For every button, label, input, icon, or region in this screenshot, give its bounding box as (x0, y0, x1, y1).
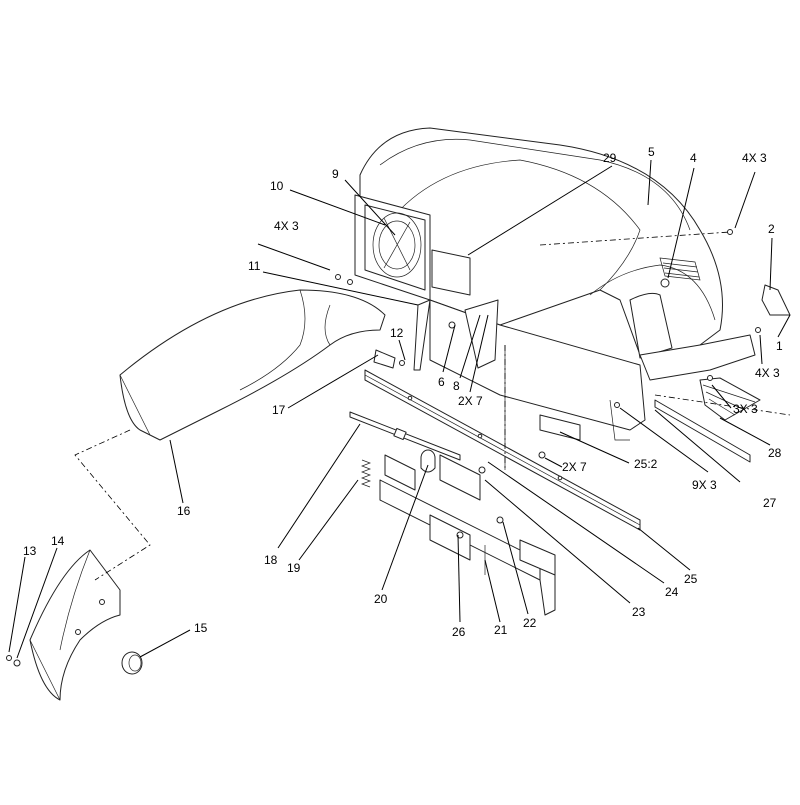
dashed-connectors (74, 231, 791, 581)
callout-17: 17 (272, 403, 286, 417)
callout-labels: 1 2 4 4X 3 4X 3 5 6 8 2X 7 9 9X 3 3X 3 1… (23, 145, 783, 639)
callout-4x3-top: 4X 3 (742, 151, 767, 165)
callout-25-2: 25:2 (634, 457, 658, 471)
discharge-frame (335, 194, 431, 301)
callout-11: 11 (248, 259, 261, 273)
callout-5: 5 (648, 145, 655, 159)
callout-26: 26 (452, 625, 466, 639)
callout-3x3: 3X 3 (733, 402, 758, 416)
leader-lines (8, 159, 791, 659)
callout-24: 24 (665, 585, 679, 599)
callout-14: 14 (51, 534, 65, 548)
callout-6: 6 (438, 375, 445, 389)
callout-4: 4 (690, 151, 697, 165)
discharge-chute (119, 289, 386, 441)
callout-2: 2 (768, 222, 775, 236)
callout-19: 19 (287, 561, 301, 575)
callout-18: 18 (264, 553, 278, 567)
callout-12: 12 (390, 326, 404, 340)
callout-29: 29 (603, 151, 617, 165)
callout-25: 25 (684, 572, 698, 586)
callout-1: 1 (776, 339, 783, 353)
callout-2x7-lower: 2X 7 (562, 460, 587, 474)
callout-4x3-left: 4X 3 (274, 219, 299, 233)
callout-2x7-upper: 2X 7 (458, 394, 483, 408)
callout-22: 22 (523, 616, 537, 630)
callout-4x3-right: 4X 3 (755, 366, 780, 380)
callout-15: 15 (194, 621, 208, 635)
callout-9: 9 (332, 167, 339, 181)
callout-23: 23 (632, 605, 646, 619)
callout-20: 20 (374, 592, 388, 606)
callout-13: 13 (23, 544, 37, 558)
chute-deflector (6, 549, 143, 701)
callout-8: 8 (453, 379, 460, 393)
callout-28: 28 (768, 446, 782, 460)
callout-10: 10 (270, 179, 284, 193)
callout-9x3: 9X 3 (692, 478, 717, 492)
rails-and-brackets (349, 229, 791, 616)
callout-27: 27 (763, 496, 777, 510)
callout-21: 21 (494, 623, 508, 637)
hood-shroud (359, 127, 756, 470)
callout-16: 16 (177, 504, 191, 518)
